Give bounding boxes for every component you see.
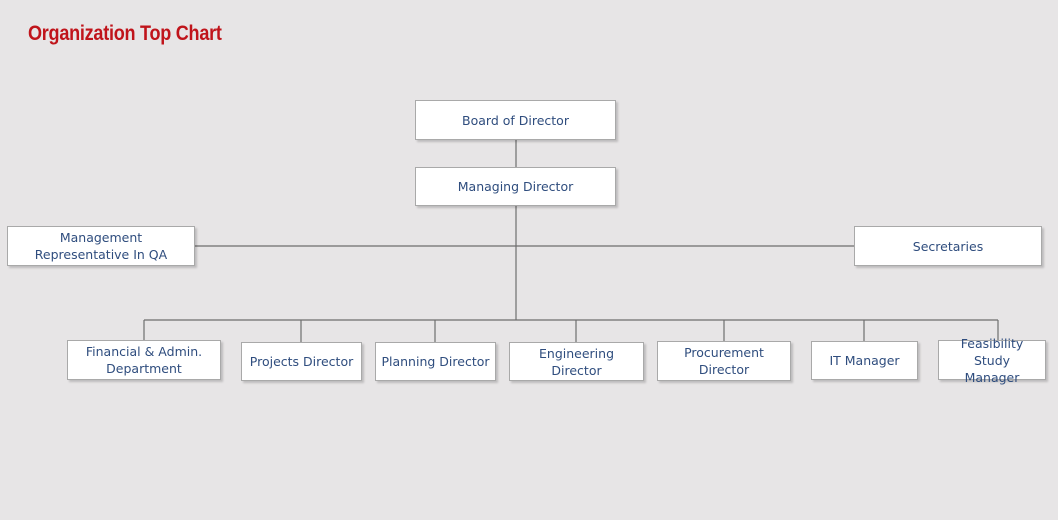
node-feasibility-study-manager[interactable]: Feasibility Study Manager — [938, 336, 1046, 385]
node-projects-director[interactable]: Projects Director — [241, 342, 362, 381]
node-board-of-director[interactable]: Board of Director — [415, 100, 616, 140]
node-label: IT Manager — [829, 353, 900, 368]
node-label: Financial & Admin. Department — [85, 344, 203, 376]
node-label: Procurement Director — [684, 345, 764, 377]
node-planning-director[interactable]: Planning Director — [375, 342, 496, 381]
node-label: Planning Director — [381, 354, 490, 369]
node-management-representative[interactable]: Management Representative In QA — [7, 226, 195, 266]
node-it-manager[interactable]: IT Manager — [811, 341, 918, 380]
node-label: Projects Director — [249, 354, 354, 369]
node-managing-director[interactable]: Managing Director — [415, 167, 616, 206]
node-financial-admin[interactable]: Financial & Admin. Department — [67, 340, 221, 380]
node-label: Board of Director — [462, 112, 569, 128]
chart-title: Organization Top Chart — [28, 22, 222, 45]
node-label: Managing Director — [457, 179, 574, 194]
node-secretaries[interactable]: Secretaries — [854, 226, 1042, 266]
node-label: Engineering Director — [539, 345, 614, 378]
node-label: Secretaries — [912, 238, 984, 254]
node-label: Management Representative In QA — [34, 230, 168, 262]
node-engineering-director[interactable]: Engineering Director — [509, 342, 644, 381]
node-label: Feasibility Study Manager — [960, 335, 1024, 385]
node-procurement-director[interactable]: Procurement Director — [657, 341, 791, 381]
